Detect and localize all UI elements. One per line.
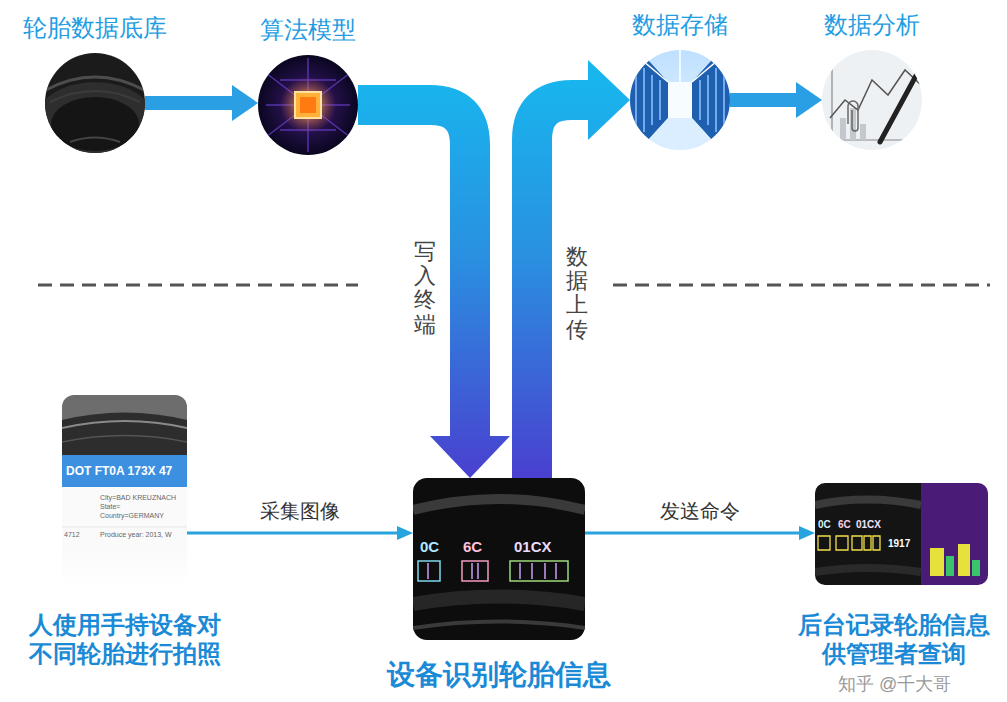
arrow-shaft: [145, 96, 233, 110]
info-line: State=: [100, 503, 120, 511]
node-heading: 轮胎数据底库: [23, 14, 167, 43]
handheld-photo: [62, 395, 187, 585]
backend-photo: 后台记录轮胎信息 供管理者查询: [815, 483, 988, 585]
node-heading: 算法模型: [260, 16, 356, 45]
recognized-code: 0C: [420, 538, 439, 556]
edge-label: 采集图像: [258, 499, 342, 523]
arrow-shaft: [187, 532, 398, 535]
analysis-picture: [822, 50, 922, 150]
recorded-code: 0C: [818, 519, 831, 531]
info-line: 4712: [64, 531, 80, 539]
edge-label: 写入终端: [414, 240, 436, 337]
arrow-shaft: [532, 100, 589, 478]
recorded-code: 6C: [838, 519, 851, 531]
analysis-circle: 数据分析: [822, 50, 922, 150]
storage-circle: 数据存储: [630, 50, 730, 150]
recognized-code: 01CX: [514, 538, 552, 556]
arrow-shaft: [358, 105, 470, 437]
arrow-head: [397, 526, 413, 540]
edge-label: 发送命令: [658, 499, 742, 523]
edge-label: 数据上传: [566, 245, 588, 342]
arrow-shaft: [585, 532, 800, 535]
flow-arrow: [585, 526, 815, 540]
node-heading: 数据存储: [632, 11, 728, 40]
node-heading: 数据分析: [824, 11, 920, 40]
arrow-head: [588, 60, 630, 140]
divider-dashes: [38, 284, 358, 287]
tire-code-banner: DOT FT0A 173X 47: [66, 464, 172, 478]
curved-band-arrow: [532, 60, 630, 478]
info-line: Country=GERMANY: [100, 512, 164, 520]
algorithm-circle: 算法模型: [258, 55, 358, 155]
flow-arrow: [187, 526, 413, 540]
arrow-shaft: [730, 93, 797, 107]
curved-band-arrow: [358, 105, 510, 478]
block-arrow: [145, 85, 258, 121]
capture-photo: 人使用手持设备对 不同轮胎进行拍照: [62, 395, 187, 585]
arrow-head: [430, 436, 510, 478]
recognized-code: 6C: [463, 538, 482, 556]
watermark: 知乎 @千大哥: [838, 674, 951, 696]
recorded-code: 1917: [888, 538, 910, 550]
chip-picture: [258, 55, 358, 155]
recorded-code: 01CX: [856, 519, 881, 531]
node-caption: 后台记录轮胎信息 供管理者查询: [786, 611, 1002, 669]
info-line: Produce year: 2013, W: [100, 531, 172, 539]
tire-photo: [35, 53, 155, 162]
arrow-head: [796, 82, 822, 118]
server-room-picture: [630, 40, 730, 160]
recognition-photo: [413, 478, 585, 640]
database-circle: 轮胎数据底库: [45, 53, 145, 153]
block-arrow: [730, 82, 822, 118]
backend-photo: [815, 483, 988, 585]
node-caption: 设备识别轮胎信息: [387, 658, 611, 692]
arrow-head: [799, 526, 815, 540]
info-line: City=BAD KREUZNACH: [100, 494, 176, 502]
recognition-photo: 设备识别轮胎信息: [413, 478, 585, 640]
arrow-head: [232, 85, 258, 121]
node-caption: 人使用手持设备对 不同轮胎进行拍照: [17, 611, 233, 669]
divider-dashes: [613, 284, 990, 287]
